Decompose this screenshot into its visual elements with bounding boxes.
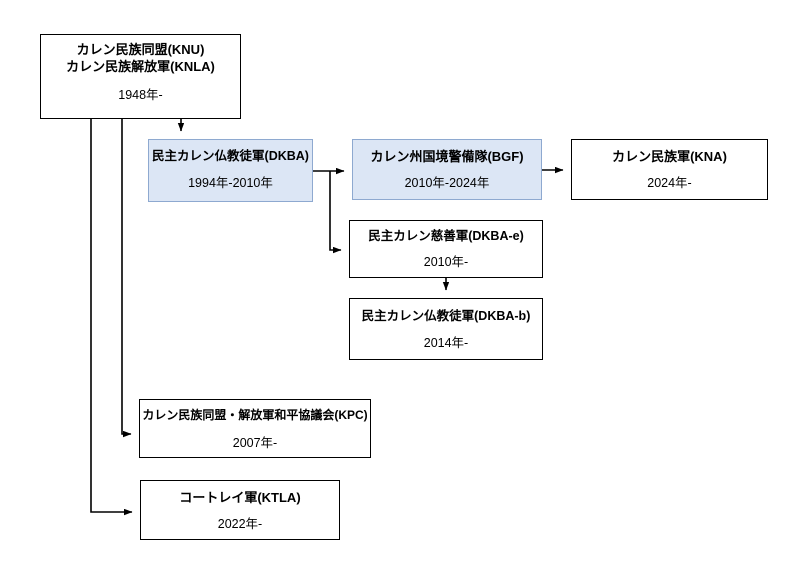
node-dkba[interactable]: 民主カレン仏教徒軍(DKBA) 1994年-2010年 <box>148 139 313 202</box>
node-dkba-e-title: 民主カレン慈善軍(DKBA-e) <box>368 229 524 243</box>
node-ktla[interactable]: コートレイ軍(KTLA) 2022年- <box>140 480 340 540</box>
node-bgf-subtitle: 2010年-2024年 <box>404 176 490 190</box>
node-dkba-e[interactable]: 民主カレン慈善軍(DKBA-e) 2010年- <box>349 220 543 278</box>
node-kna[interactable]: カレン民族軍(KNA) 2024年- <box>571 139 768 200</box>
node-kna-title: カレン民族軍(KNA) <box>612 149 727 164</box>
node-dkba-subtitle: 1994年-2010年 <box>188 176 273 190</box>
node-dkba-b[interactable]: 民主カレン仏教徒軍(DKBA-b) 2014年- <box>349 298 543 360</box>
node-kpc-title: カレン民族同盟・解放軍和平協議会(KPC) <box>142 408 368 422</box>
node-knu-subtitle: 1948年- <box>118 88 163 102</box>
node-knu-title: カレン民族同盟(KNU) <box>76 42 205 57</box>
node-ktla-subtitle: 2022年- <box>217 517 263 531</box>
edge-knu-to-kpc <box>121 119 132 438</box>
node-dkba-b-title: 民主カレン仏教徒軍(DKBA-b) <box>361 309 531 323</box>
node-dkba-e-subtitle: 2010年- <box>423 255 469 269</box>
node-kpc-subtitle: 2007年- <box>232 436 278 450</box>
node-ktla-title: コートレイ軍(KTLA) <box>179 490 301 505</box>
node-knu-title-2: カレン民族解放軍(KNLA) <box>66 59 215 74</box>
edge-dkba-to-dkba-e <box>329 171 342 254</box>
node-kpc[interactable]: カレン民族同盟・解放軍和平協議会(KPC) 2007年- <box>139 399 371 458</box>
node-dkba-b-subtitle: 2014年- <box>423 336 469 350</box>
node-kna-subtitle: 2024年- <box>647 176 692 190</box>
edge-knu-to-ktla <box>90 119 133 516</box>
node-bgf[interactable]: カレン州国境警備隊(BGF) 2010年-2024年 <box>352 139 542 200</box>
node-knu[interactable]: カレン民族同盟(KNU) カレン民族解放軍(KNLA) 1948年- <box>40 34 241 119</box>
node-dkba-title: 民主カレン仏教徒軍(DKBA) <box>152 149 309 163</box>
node-bgf-title: カレン州国境警備隊(BGF) <box>370 149 524 164</box>
